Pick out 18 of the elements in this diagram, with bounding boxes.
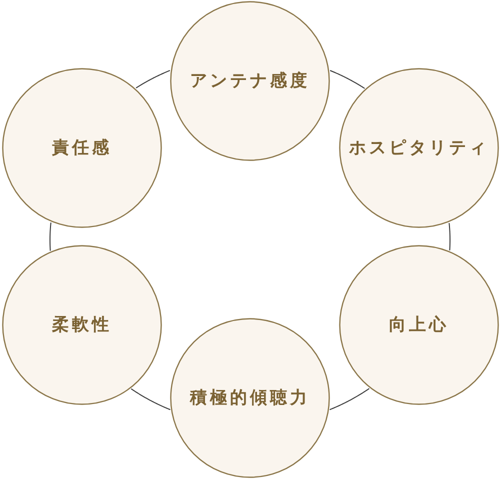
circle-node [2,68,162,228]
node-label: アンテナ感度 [190,70,310,92]
circle-node [170,1,330,161]
ring-arc [50,222,52,252]
circle-node [339,245,499,405]
node-label: ホスピタリティ [349,138,489,158]
node-label: 責任感 [52,138,112,158]
node-label: 積極的傾聴力 [190,388,310,408]
ring-arc [330,70,366,89]
node-label: 向上心 [389,314,449,336]
ring-arc [448,222,450,251]
ring-arc [329,388,370,410]
node-label: 柔軟性 [52,314,112,336]
circle-node [170,318,330,478]
circle-node [339,68,499,228]
ring-arc [136,70,170,88]
ring-arc [130,388,171,410]
circle-node [2,245,162,405]
